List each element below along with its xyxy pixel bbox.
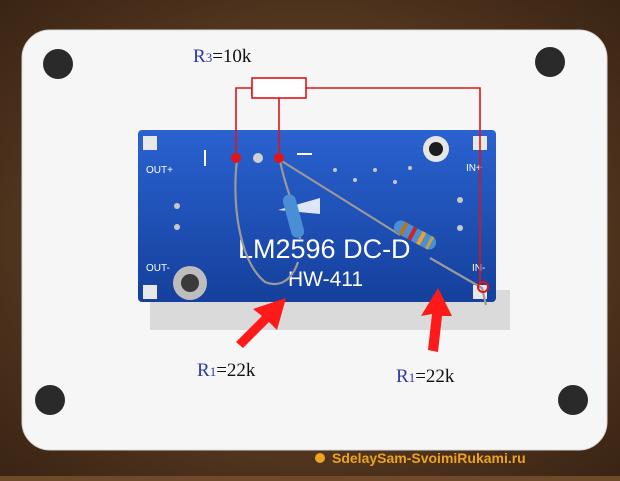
board-holes <box>173 136 449 300</box>
board-vias <box>174 166 463 231</box>
annotation-r3: R3=10k <box>193 46 251 68</box>
resistor-r1-left <box>282 194 305 238</box>
annotation-r1-right-subscript: 1 <box>408 370 416 385</box>
annotation-r1-right-symbol: R <box>396 366 409 387</box>
annotation-r3-value: =10k <box>212 46 252 67</box>
watermark-text: SdelaySam-SvoimiRukami.ru <box>332 450 526 466</box>
annotation-r1-left-subscript: 1 <box>209 364 217 379</box>
arrow-r1-left <box>236 298 286 348</box>
silkscreen-marks <box>204 150 312 166</box>
annotation-r3-subscript: 3 <box>205 50 213 65</box>
board-model-line2: HW-411 <box>288 268 363 291</box>
watermark-sun-icon <box>315 453 325 463</box>
pin-label-out-minus: OUT- <box>146 263 170 274</box>
annotation-r1-left-value: =22k <box>216 360 256 381</box>
arrow-r1-right <box>421 288 452 352</box>
annotation-r1-left: R1=22k <box>197 360 255 382</box>
resistor-r1-right <box>393 220 437 250</box>
pin-label-out-plus: OUT+ <box>146 165 173 176</box>
resistor-leads <box>234 159 488 306</box>
annotation-r1-right: R1=22k <box>396 366 454 388</box>
r3-schematic-box <box>251 77 307 99</box>
annotation-r1-right-value: =22k <box>415 366 455 387</box>
solder-pads <box>143 136 487 299</box>
lm2596-board <box>138 130 496 302</box>
plate-mounting-holes <box>35 47 588 415</box>
solder-joints <box>231 153 489 293</box>
pin-label-in-minus: IN- <box>472 263 485 274</box>
pin-label-in-plus: IN+ <box>466 163 482 174</box>
annotation-r3-symbol: R <box>193 46 206 67</box>
board-model-line1: LM2596 DC-D <box>238 234 411 264</box>
annotation-r1-left-symbol: R <box>197 360 210 381</box>
